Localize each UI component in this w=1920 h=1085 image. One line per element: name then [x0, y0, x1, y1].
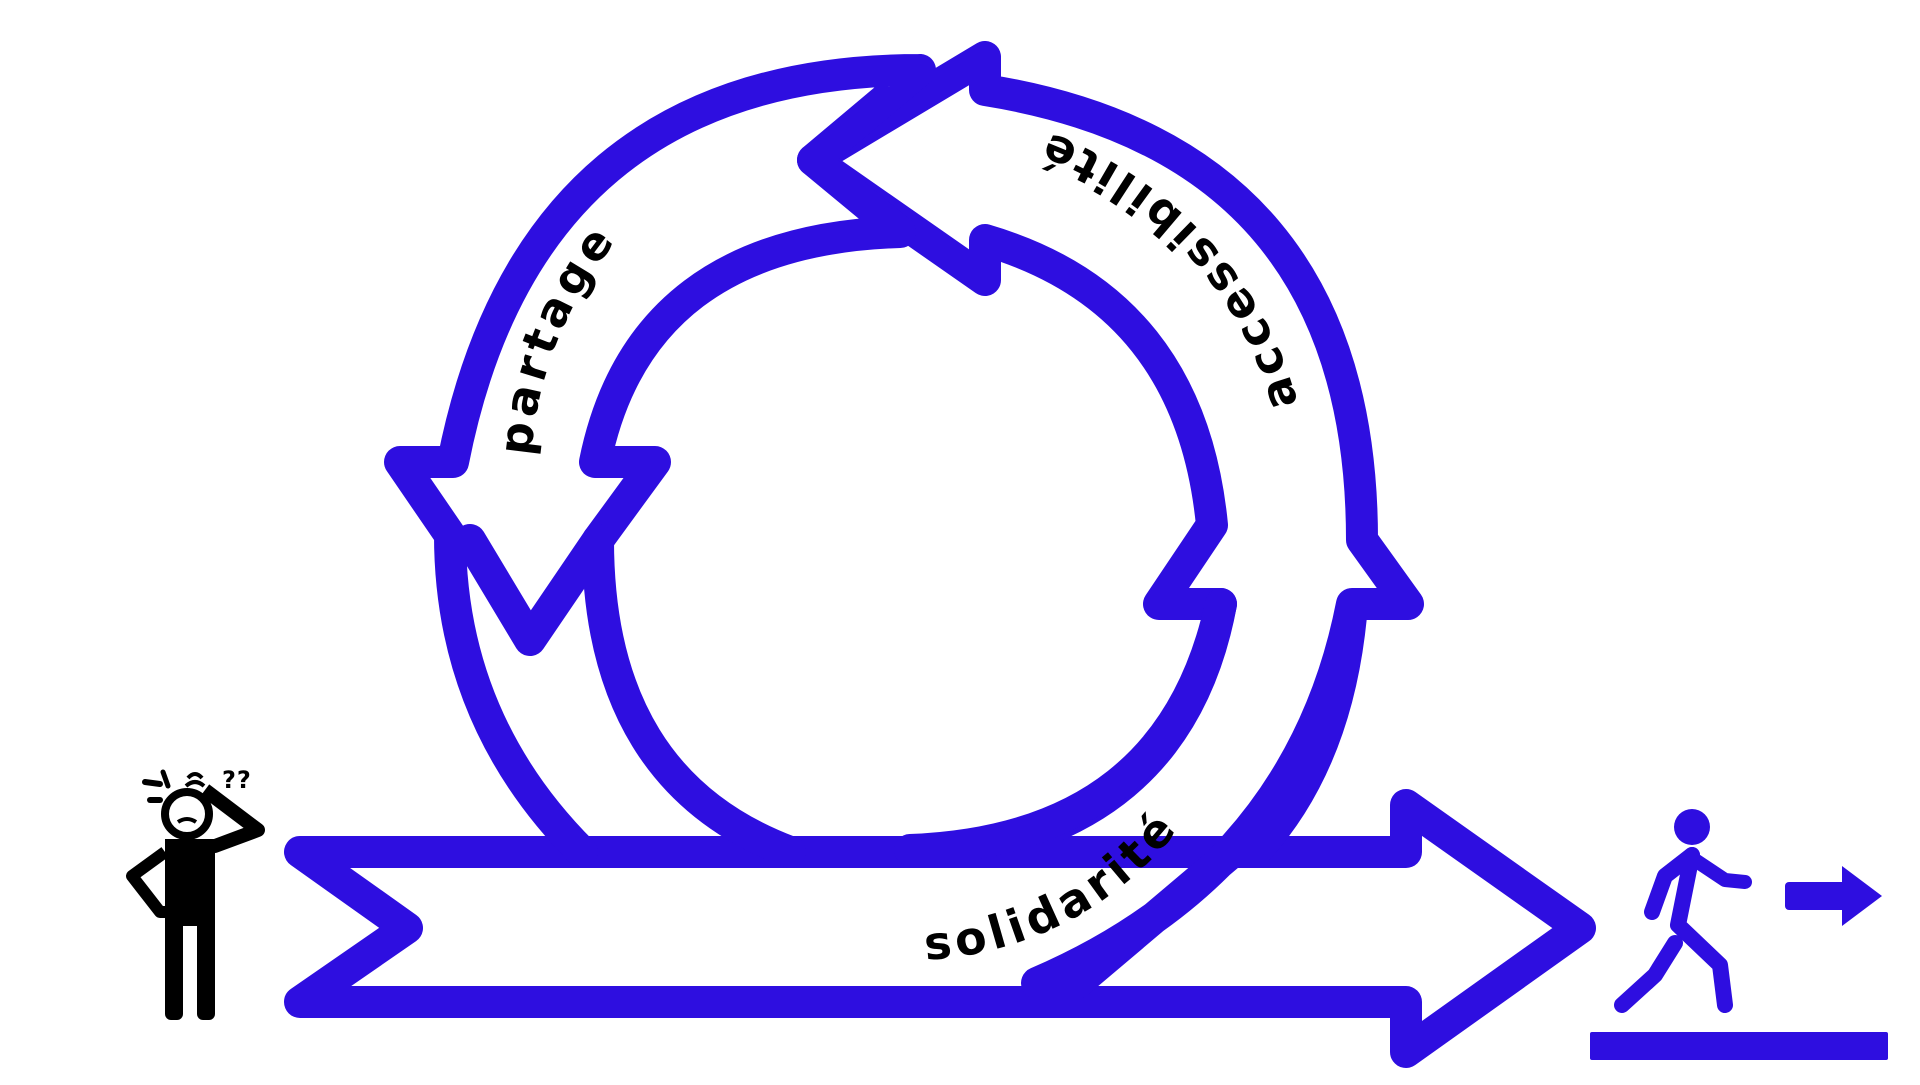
running-exit-person-icon	[1590, 809, 1888, 1060]
cycle-arrow-partage	[384, 54, 936, 868]
confusion-marks: ??	[222, 766, 252, 794]
cycle-arrow-solidarite	[582, 524, 1237, 868]
confused-person-icon: ??	[126, 766, 265, 1020]
forward-arrow	[284, 789, 1596, 1068]
